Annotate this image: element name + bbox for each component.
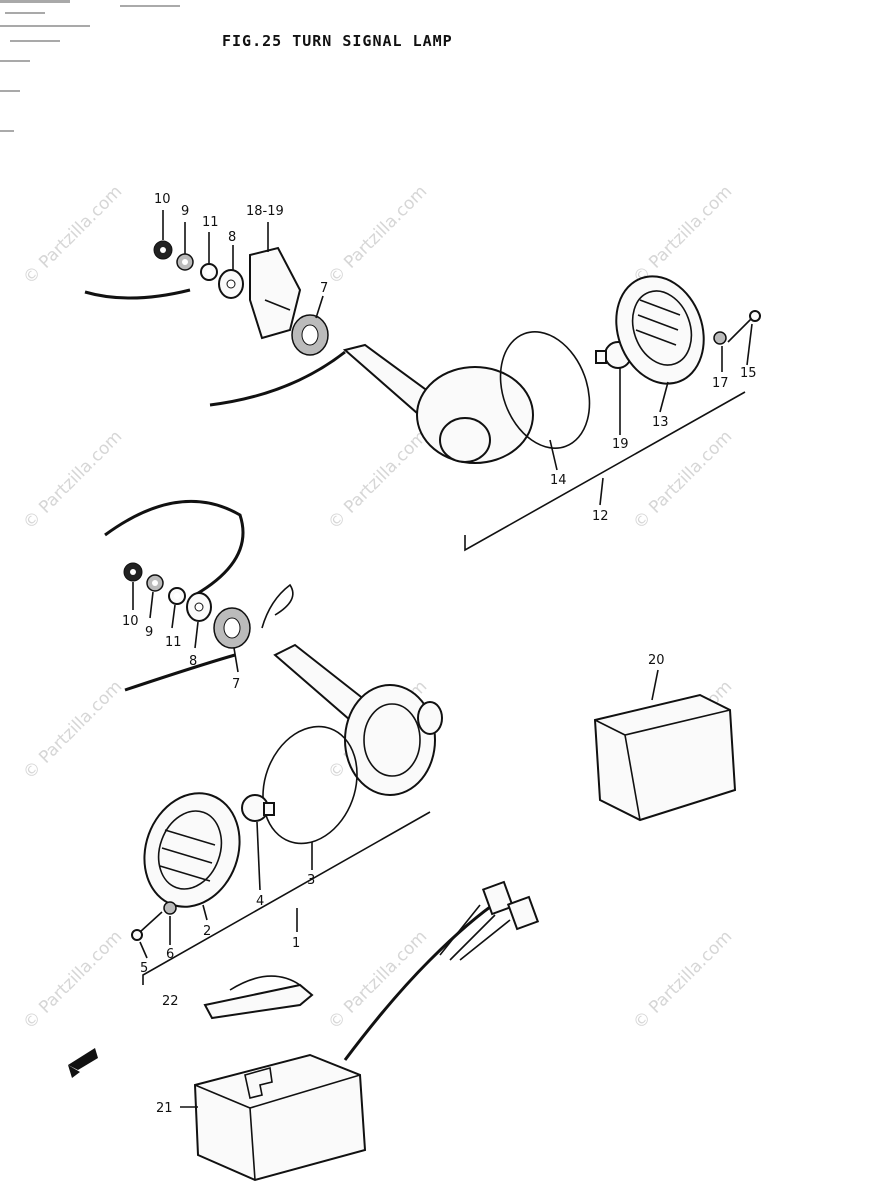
bulb-4-icon [241, 794, 275, 822]
wire-lead [104, 499, 245, 597]
watermark: © Partzilla.com [324, 182, 431, 289]
callout-5: 5 [140, 961, 148, 976]
lamp-stem-icon [273, 643, 367, 722]
front-turn-signal-assembly: 10 9 11 8 7 3 4 2 6 5 1 [104, 499, 443, 985]
callout-19: 19 [612, 437, 629, 452]
clamp-22-icon [203, 983, 314, 1020]
washer-8-icon [218, 269, 244, 299]
callout-11: 11 [165, 635, 182, 650]
callout-3: 3 [307, 873, 315, 888]
watermark: © Partzilla.com [19, 182, 126, 289]
callout-11: 11 [202, 215, 219, 230]
watermark: © Partzilla.com [629, 927, 736, 1034]
callout-6: 6 [166, 947, 174, 962]
nut-7-icon [291, 314, 329, 356]
terminal-11-icon [200, 263, 218, 281]
figure-title: FIG.25 TURN SIGNAL LAMP [222, 32, 453, 50]
bracket-18-19-icon [249, 246, 302, 340]
callout-9: 9 [181, 204, 189, 219]
watermark: © Partzilla.com [19, 677, 126, 784]
wire-lead [84, 288, 191, 300]
clamp-22-assembly: 22 [162, 975, 314, 1020]
callout-9: 9 [145, 625, 153, 640]
washer-17-icon [713, 331, 727, 345]
callout-1: 1 [292, 936, 300, 951]
flasher-21-assembly: 21 [156, 880, 540, 1182]
terminal-11-icon [168, 587, 186, 605]
connector-icon [506, 895, 540, 931]
watermark: © Partzilla.com [19, 927, 126, 1034]
callout-21: 21 [156, 1101, 173, 1116]
lock-washer-9-icon [176, 253, 194, 271]
callout-12: 12 [592, 509, 609, 524]
connector-icon [481, 880, 515, 916]
relay-20-icon [593, 693, 737, 822]
harness-wire [343, 898, 501, 1061]
group-bracket-12 [464, 391, 746, 552]
screw-15-icon [727, 310, 761, 343]
group-bracket-1 [142, 811, 431, 985]
watermark: © Partzilla.com [324, 427, 431, 534]
flasher-21-icon [193, 1053, 367, 1182]
nut-7-icon [213, 607, 251, 649]
watermark: © Partzilla.com [19, 427, 126, 534]
front-direction-arrow-icon [68, 1048, 98, 1078]
screw-5-icon [131, 911, 163, 941]
gasket-3-icon [262, 725, 358, 845]
nut-10-icon [153, 240, 173, 260]
callout-22: 22 [162, 994, 179, 1009]
wire-lead [209, 350, 346, 407]
callout-8: 8 [228, 230, 236, 245]
callout-8: 8 [189, 654, 197, 669]
watermark: © Partzilla.com [629, 182, 736, 289]
lens-2-icon [143, 792, 241, 908]
callout-20: 20 [648, 653, 665, 668]
rear-turn-signal-assembly: 10 9 11 8 18-19 7 14 19 13 17 15 12 [84, 192, 761, 552]
callout-4: 4 [256, 894, 264, 909]
lock-washer-9-icon [146, 574, 164, 592]
callout-2: 2 [203, 924, 211, 939]
callout-10: 10 [122, 614, 139, 629]
callout-18-19: 18-19 [246, 204, 284, 219]
washer-6-icon [163, 901, 177, 915]
gasket-14-icon [499, 331, 591, 449]
callout-7: 7 [320, 281, 328, 296]
nut-10-icon [123, 562, 143, 582]
watermark: © Partzilla.com [629, 427, 736, 534]
wire-lead [124, 653, 236, 692]
washer-8-icon [186, 592, 212, 622]
lens-13-icon [615, 275, 705, 385]
scan-noise [0, 0, 180, 132]
relay-20-assembly: 20 [593, 653, 737, 822]
callout-13: 13 [652, 415, 669, 430]
callout-7: 7 [232, 677, 240, 692]
callout-17: 17 [712, 376, 729, 391]
callout-15: 15 [740, 366, 757, 381]
lamp-housing-icon [344, 684, 436, 796]
callout-14: 14 [550, 473, 567, 488]
callout-10: 10 [154, 192, 171, 207]
